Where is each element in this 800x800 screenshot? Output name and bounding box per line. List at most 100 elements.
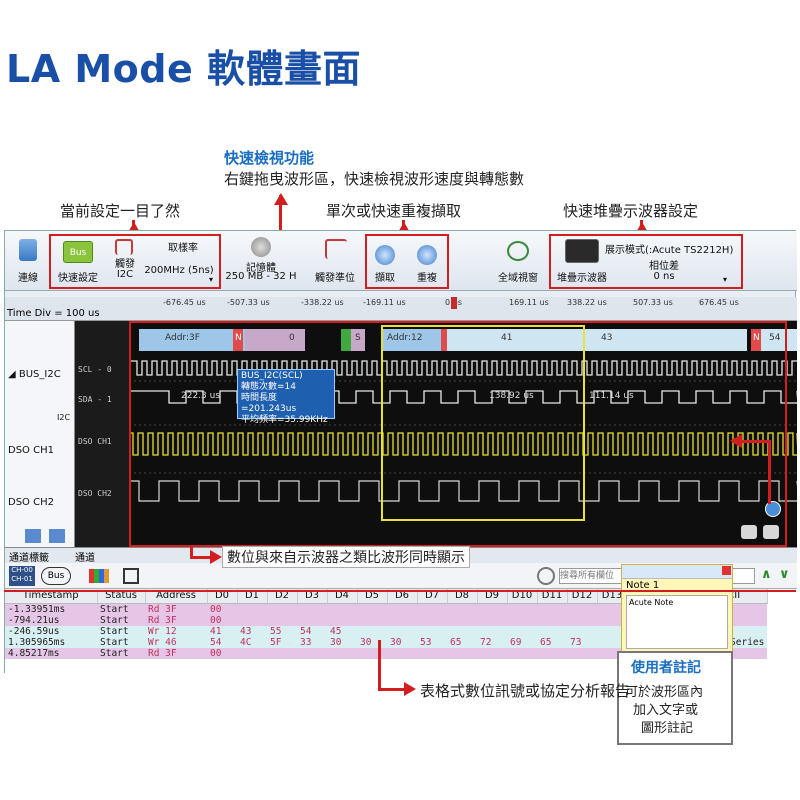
trigger-marker[interactable]	[451, 297, 457, 309]
table-column-header[interactable]: D12	[567, 589, 598, 604]
table-column-header[interactable]: D3	[297, 589, 328, 604]
time-ruler[interactable]: Time Div = 100 us -676.45 us -507.33 us …	[5, 297, 797, 321]
zoom-in-icon[interactable]	[763, 525, 779, 539]
dso-ch1-label[interactable]: DSO CH1	[8, 445, 54, 456]
chevron-down-icon[interactable]: ▾	[208, 275, 213, 284]
i2c-sub-label: I2C	[57, 413, 71, 422]
table-cell: 53	[417, 636, 447, 648]
table-cell	[417, 647, 447, 659]
table-column-header[interactable]: Timestamp	[5, 589, 98, 604]
ruler-tick: -169.11 us	[363, 298, 406, 307]
note-titlebar[interactable]	[622, 565, 732, 579]
dso-ch1-trace	[129, 432, 797, 456]
interval-label: 222.3 us	[181, 391, 221, 401]
bus-packet-start	[341, 329, 351, 351]
table-cell	[537, 647, 567, 659]
bus-data-label: 54	[769, 333, 781, 343]
phase-select[interactable]: 0 ns	[653, 271, 675, 282]
ruler-tick: -676.45 us	[163, 298, 206, 307]
chevron-down-icon[interactable]: ▾	[722, 275, 727, 284]
table-cell	[357, 625, 387, 637]
trigger-level-button[interactable]: 觸發準位	[315, 273, 355, 284]
note-body[interactable]: Acute Note	[626, 595, 728, 649]
add-channel-icon[interactable]	[25, 529, 41, 543]
table-cell: Wr 46	[145, 636, 207, 648]
table-column-header[interactable]: D7	[417, 589, 448, 604]
waveform-area[interactable]: Addr:3F N 0 S Addr:12 41 43 N 54 222.3 u…	[129, 321, 797, 547]
table-cell: 72	[477, 636, 507, 648]
user-note-desc: 可於波形區內	[625, 685, 704, 700]
table-cell: 41	[207, 625, 237, 637]
table-cell	[387, 614, 417, 626]
table-arrow	[378, 640, 381, 690]
table-column-header[interactable]: Status	[97, 589, 146, 604]
table-column-header[interactable]: D13	[597, 589, 628, 604]
table-column-header[interactable]: D2	[267, 589, 298, 604]
sample-rate-select[interactable]: 200MHz (5ns)	[144, 265, 214, 276]
table-cell: 30	[387, 636, 417, 648]
channel-filter-icon[interactable]: CH-00 CH-01	[9, 566, 35, 586]
connect-button[interactable]: 連線	[18, 273, 38, 284]
fast-forward-icon	[417, 245, 437, 265]
zoom-out-icon[interactable]	[741, 525, 757, 539]
memory-label: 記憶體	[246, 263, 276, 274]
table-cell	[237, 647, 267, 659]
table-column-header[interactable]: D1	[237, 589, 268, 604]
table-cell: 30	[357, 636, 387, 648]
quick-setup-button[interactable]: 快速設定	[58, 273, 98, 284]
popup-line: 平均頻率=35.99KHz	[241, 415, 328, 425]
save-icon[interactable]	[123, 568, 139, 584]
dso-ch2-label[interactable]: DSO CH2	[8, 497, 54, 508]
search-icon[interactable]	[537, 567, 555, 585]
table-cell	[297, 614, 327, 626]
note-window[interactable]: Note 1 Acute Note	[621, 564, 733, 654]
table-column-header[interactable]: D5	[357, 589, 388, 604]
bus-filter-icon[interactable]: Bus	[41, 567, 71, 585]
table-column-header[interactable]: D11	[537, 589, 568, 604]
popup-line: 轉態次數=14	[241, 382, 296, 392]
chevron-up-icon[interactable]: ∧	[761, 567, 772, 582]
toolbar: 連線 Bus 快速設定 觸發 I2C 取樣率 200MHz (5ns) ▾ 記憶…	[5, 231, 797, 291]
table-column-header[interactable]: D6	[387, 589, 418, 604]
stack-highlight	[549, 234, 743, 289]
table-column-header[interactable]: D8	[447, 589, 478, 604]
remove-channel-icon[interactable]	[49, 529, 65, 543]
table-cell	[477, 647, 507, 659]
ch-badge: CH-00	[11, 566, 33, 574]
table-cell	[507, 603, 537, 615]
channel-tab[interactable]: 通道	[75, 553, 95, 564]
table-cell	[357, 614, 387, 626]
stack-scope-button[interactable]: 堆疊示波器	[557, 273, 607, 284]
table-cell: -1.33951ms	[5, 603, 97, 615]
table-cell	[267, 614, 297, 626]
table-cell: 5F	[267, 636, 297, 648]
trigger-label[interactable]: 觸發	[115, 259, 135, 270]
channel-label-tab[interactable]: 通道標籤	[9, 553, 49, 564]
table-column-header[interactable]: Address	[145, 589, 208, 604]
table-column-header[interactable]: D9	[477, 589, 508, 604]
dso-ch2-name: DSO CH2	[78, 489, 112, 498]
ch-badge: CH-01	[11, 575, 33, 583]
selection-box[interactable]	[381, 325, 585, 521]
display-mode-label: 展示模式(:Acute TS2212H)	[605, 245, 734, 256]
table-column-header[interactable]: D4	[327, 589, 358, 604]
mixed-display-arrow	[190, 546, 193, 558]
trigger-icon	[115, 239, 133, 255]
global-view-button[interactable]: 全域視窗	[498, 273, 538, 284]
table-column-header[interactable]: D10	[507, 589, 538, 604]
memory-select[interactable]: 250 MB - 32 H	[225, 271, 297, 282]
table-cell: Rd 3F	[145, 614, 207, 626]
note-tool-icon[interactable]	[765, 501, 781, 517]
usb-icon	[19, 239, 37, 261]
table-cell: 54	[207, 636, 237, 648]
quick-view-callout-title: 快速檢視功能	[224, 149, 315, 167]
bus-data-label: 43	[601, 333, 613, 343]
bus-i2c-label[interactable]: ◢ BUS_I2C	[8, 369, 61, 380]
close-icon[interactable]	[722, 566, 731, 575]
capture-button[interactable]: 擷取	[375, 273, 395, 284]
repeat-button[interactable]: 重複	[417, 273, 437, 284]
chevron-down-icon[interactable]: ∨	[779, 567, 790, 582]
chart-icon[interactable]	[89, 569, 109, 583]
table-column-header[interactable]: D0	[207, 589, 238, 604]
